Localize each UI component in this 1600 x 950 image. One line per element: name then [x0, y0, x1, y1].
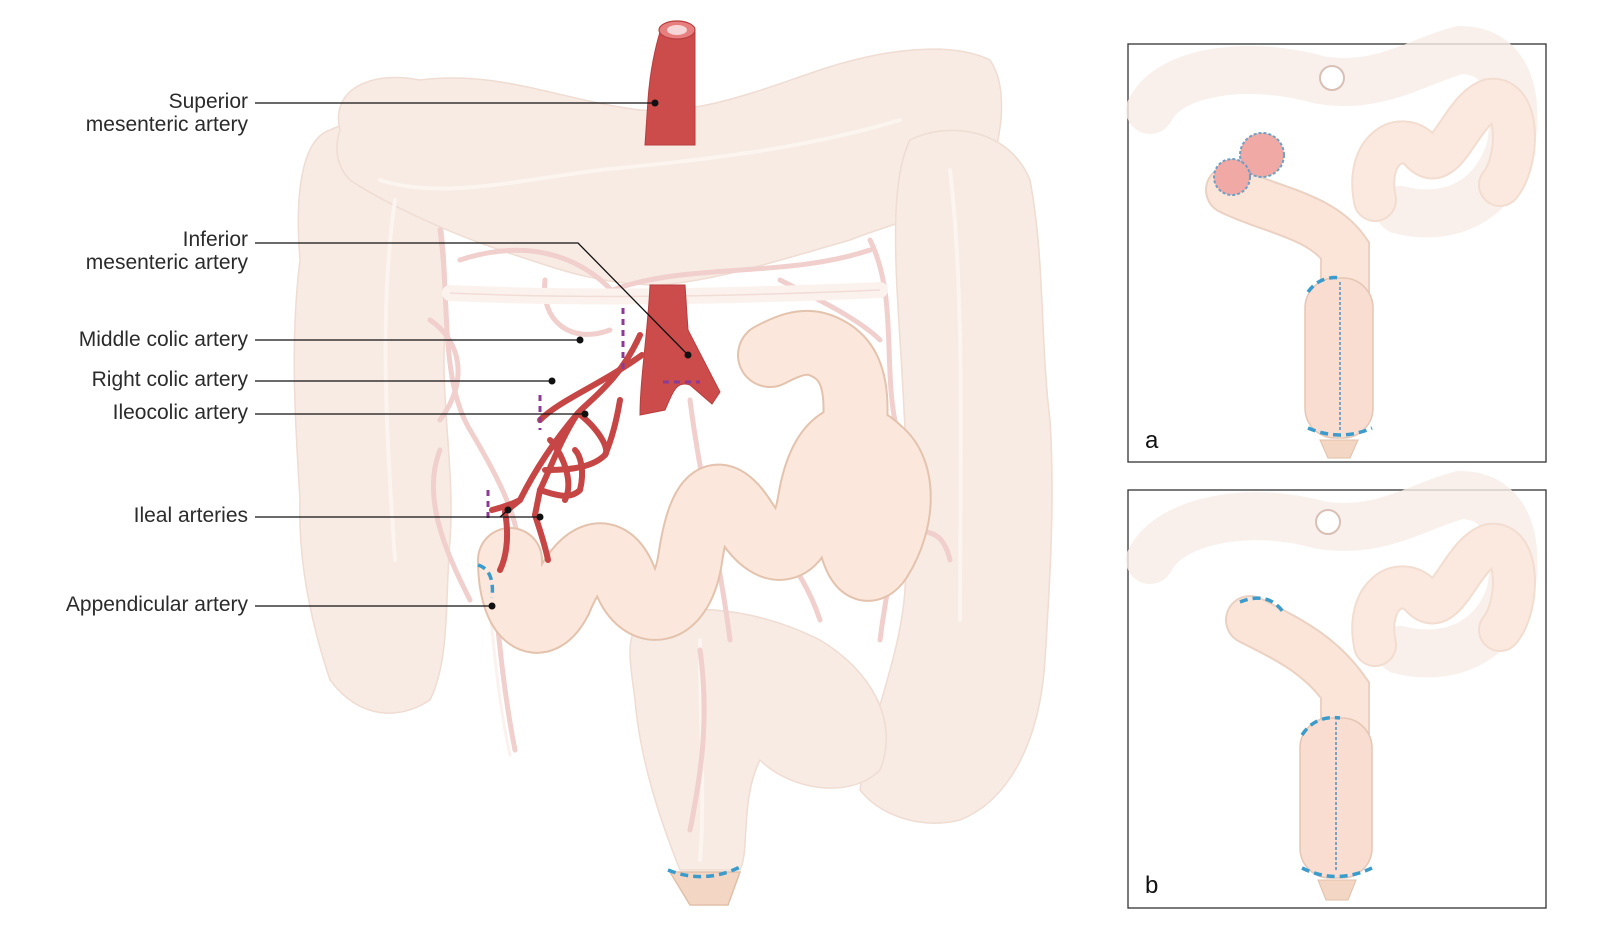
descending-colon	[859, 129, 1053, 824]
right-colic-branch	[537, 352, 645, 423]
panel-a: a	[1126, 25, 1547, 463]
anal-canal	[668, 871, 742, 906]
large-intestine	[293, 48, 1053, 906]
label-inferior-mesenteric-line2: mesenteric artery	[86, 251, 249, 274]
label-ileal: Ileal arteries	[134, 504, 248, 527]
ileal-pouch-a	[1304, 277, 1374, 439]
label-superior-mesenteric-line1: Superior	[169, 90, 248, 113]
cecum-resection-line	[477, 563, 495, 599]
label-group: Superior mesenteric artery Inferior mese…	[66, 90, 692, 616]
panel-a-label: a	[1145, 427, 1159, 454]
panel-b: b	[1126, 470, 1547, 909]
label-middle-colic: Middle colic artery	[79, 328, 249, 351]
label-ileocolic: Ileocolic artery	[113, 401, 249, 424]
sigmoid-colon	[629, 608, 888, 871]
rectum-resection-line	[667, 864, 743, 879]
label-appendicular: Appendicular artery	[66, 593, 249, 616]
ileum	[477, 309, 932, 654]
label-right-colic: Right colic artery	[92, 368, 249, 391]
panel-b-label: b	[1145, 872, 1158, 899]
label-superior-mesenteric-line2: mesenteric artery	[86, 113, 249, 136]
superior-mesenteric-artery-trunk	[644, 31, 696, 146]
label-inferior-mesenteric-line1: Inferior	[183, 228, 248, 251]
